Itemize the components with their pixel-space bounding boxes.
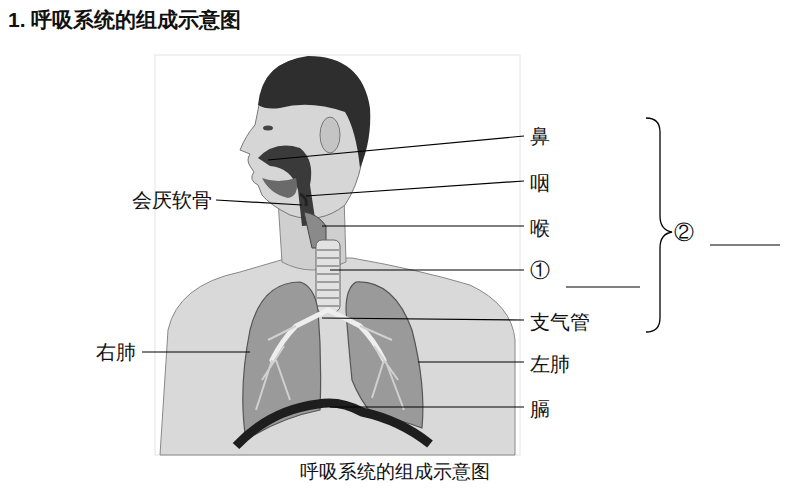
part-label: 鼻 bbox=[530, 124, 550, 148]
part-label: 右肺 bbox=[96, 340, 136, 364]
part-label: 支气管 bbox=[530, 310, 590, 334]
part-label: 膈 bbox=[530, 397, 550, 421]
part-label: 左肺 bbox=[530, 352, 570, 376]
part-label: 咽 bbox=[530, 171, 550, 195]
figure-caption: 呼吸系统的组成示意图 bbox=[300, 461, 490, 484]
part-label: ② bbox=[674, 220, 694, 244]
part-label: 会厌软骨 bbox=[132, 188, 212, 212]
part-label: ① bbox=[530, 258, 550, 282]
part-label: 喉 bbox=[530, 216, 550, 240]
figure-title: 1. 呼吸系统的组成示意图 bbox=[8, 7, 241, 32]
